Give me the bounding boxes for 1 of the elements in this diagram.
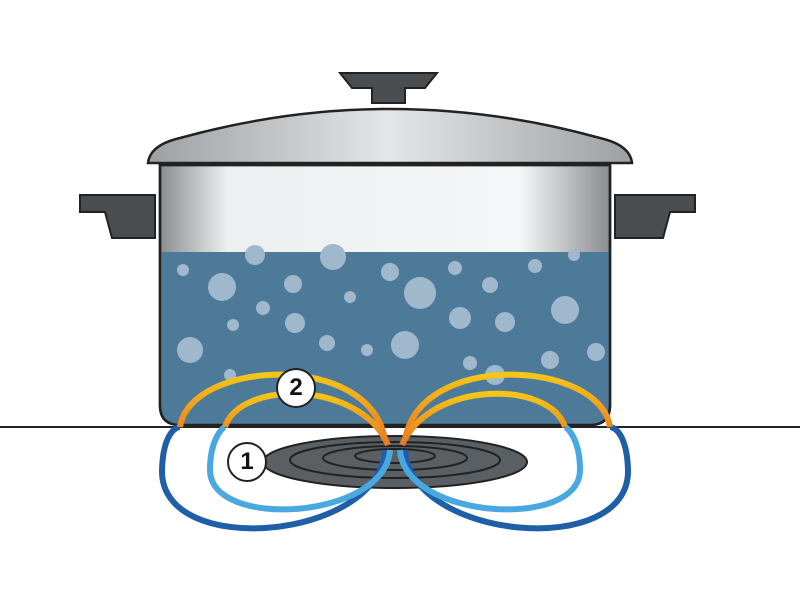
callout-number: 1 xyxy=(227,442,267,482)
